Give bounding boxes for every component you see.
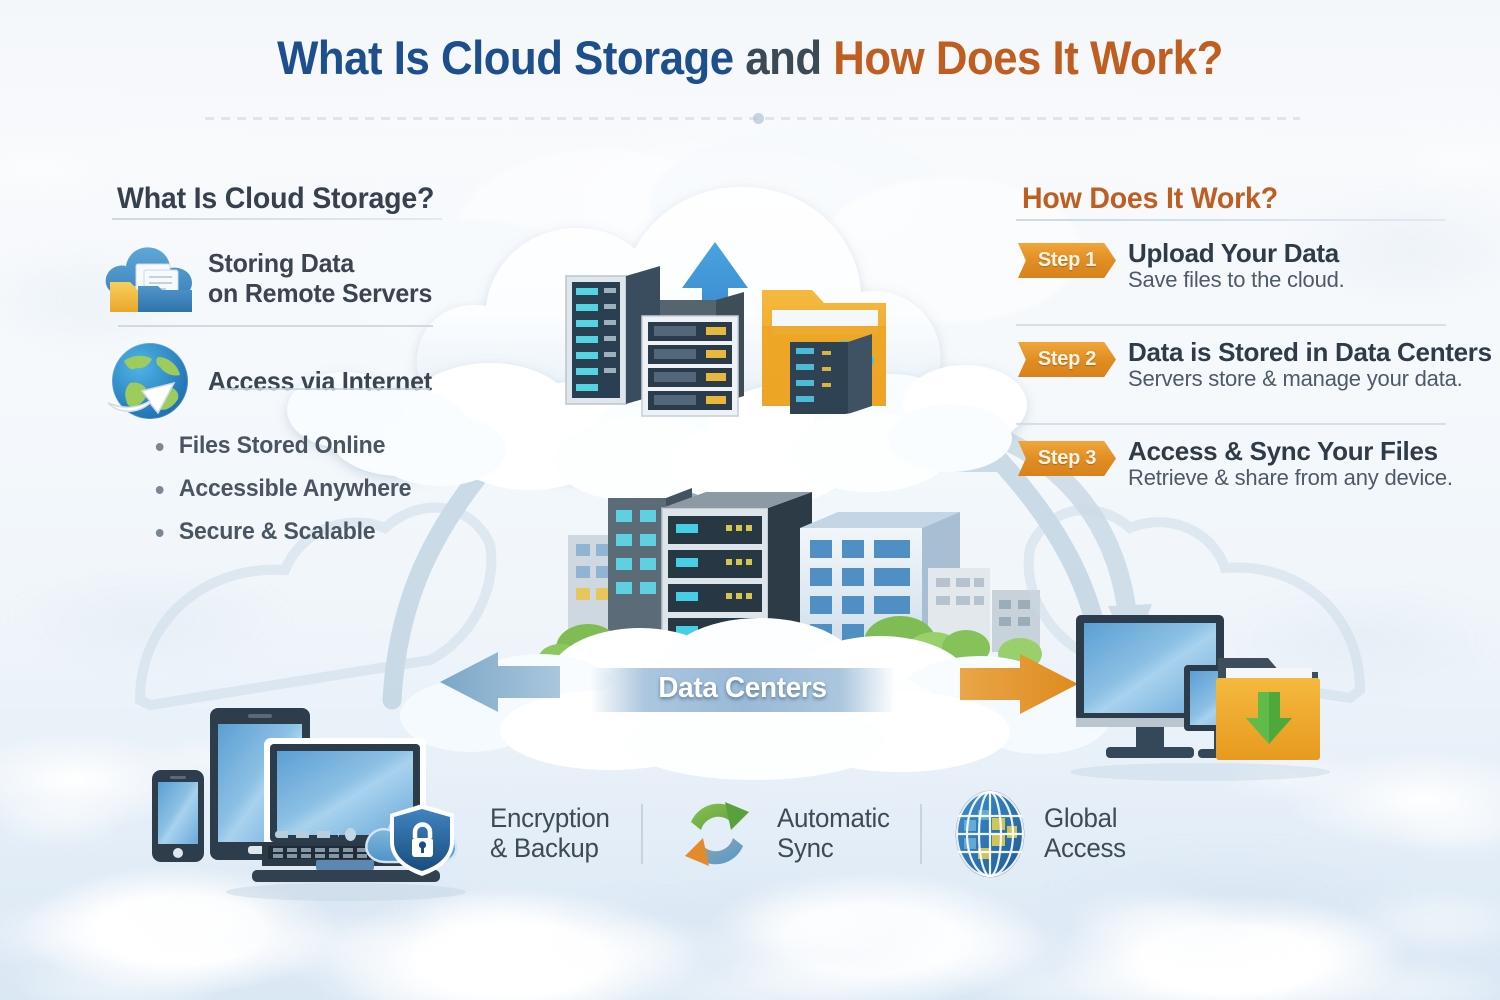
cloud-front-puffs: [374, 404, 1012, 506]
feature-line1: Automatic: [776, 803, 890, 834]
right-flow-arrow-orange: [960, 654, 1078, 714]
dashed-lead-dot: [345, 827, 356, 841]
server-rack-3: [790, 334, 872, 414]
left-devices-cloud: [134, 502, 497, 901]
feature-global-access[interactable]: Global Access: [948, 788, 1129, 880]
step-desc: Retrieve & share from any device.: [1128, 465, 1453, 491]
feature-separator: [640, 804, 643, 864]
title-part-orange: How Does It Work?: [833, 31, 1223, 84]
smartphone-device: [152, 770, 204, 862]
feature-automatic-sync[interactable]: Automatic Sync: [669, 788, 894, 880]
globe-cursor-icon: [96, 338, 208, 424]
page-title: What Is Cloud Storage and How Does It Wo…: [53, 34, 1448, 81]
left-feature-divider-2: [218, 388, 430, 390]
feature-strip: Encryption & Backup: [275, 788, 1129, 880]
step-title: Data is Stored in Data Centers: [1128, 337, 1492, 367]
step-title: Access & Sync Your Files: [1128, 436, 1438, 466]
data-center-buildings: [568, 488, 1040, 657]
step-item-1[interactable]: Step 1 Upload Your Data Save files to th…: [1018, 238, 1500, 293]
feature-access-via-internet[interactable]: Access via Internet: [96, 338, 441, 424]
header-divider: [205, 117, 1300, 120]
step-divider-2: [1016, 423, 1446, 425]
title-part-blue: What Is Cloud Storage: [277, 31, 734, 84]
feature-line2: Access: [1043, 833, 1126, 863]
list-item: Files Stored Online: [152, 432, 411, 460]
step-divider-1: [1016, 324, 1446, 326]
list-item: Accessible Anywhere: [152, 475, 411, 503]
step-badge: Step 1: [1018, 243, 1116, 278]
server-rack-2: [641, 315, 739, 417]
left-bullet-list: Files Stored Online Accessible Anywhere …: [152, 432, 422, 561]
feature-label-line1: Storing Data: [208, 247, 355, 278]
data-centers-band: [590, 668, 895, 712]
laptop-device: [226, 738, 466, 901]
left-feature-divider-1: [118, 325, 433, 327]
feature-label-line2: on Remote Servers: [208, 278, 433, 308]
feature-label: Global Access: [1043, 803, 1126, 863]
feature-line1: Encryption: [490, 803, 610, 834]
step-desc: Save files to the cloud.: [1128, 267, 1345, 293]
step-desc: Servers store & manage your data.: [1128, 366, 1463, 392]
right-devices-cloud: [1023, 505, 1366, 781]
header-divider-dot: [753, 113, 764, 124]
left-panel-heading: What Is Cloud Storage?: [117, 182, 435, 215]
left-flow-arrow-blue: [440, 652, 560, 712]
step-item-2[interactable]: Step 2 Data is Stored in Data Centers Se…: [1018, 337, 1500, 392]
feature-label: Automatic Sync: [776, 803, 890, 863]
right-panel-rule: [1016, 219, 1446, 221]
data-centers-label: Data Centers: [658, 672, 827, 704]
download-folder-icon: [1216, 658, 1320, 760]
server-rack-1: [565, 266, 660, 405]
right-panel-heading: How Does It Work?: [1022, 182, 1278, 215]
feature-line2: Sync: [776, 833, 834, 863]
feature-label: Encryption & Backup: [490, 803, 610, 863]
left-panel-rule: [112, 218, 442, 220]
cloud-shield-lock-icon: [360, 788, 478, 880]
feature-separator: [919, 804, 922, 864]
step-title: Upload Your Data: [1128, 238, 1339, 268]
main-cloud: [287, 186, 1027, 506]
list-item: Secure & Scalable: [152, 518, 411, 546]
title-part-and: and: [745, 31, 822, 84]
dashed-lead-line: [275, 830, 339, 838]
sync-arrows-icon: [669, 788, 765, 880]
step-item-3[interactable]: Step 3 Access & Sync Your Files Retrieve…: [1018, 436, 1500, 491]
feature-encryption-backup[interactable]: Encryption & Backup: [360, 788, 615, 880]
feature-line1: Global: [1043, 803, 1118, 834]
cloud-storage-diagram: [134, 127, 1366, 901]
feature-line2: & Backup: [490, 833, 599, 863]
step-badge: Step 2: [1018, 342, 1116, 377]
feature-label: Storing Data on Remote Servers: [208, 248, 432, 308]
data-centers-group: [400, 488, 1110, 780]
cloud-folders-icon: [96, 235, 208, 321]
feature-label: Access via Internet: [208, 365, 432, 396]
feature-storing-data[interactable]: Storing Data on Remote Servers: [96, 235, 442, 321]
step-badge: Step 3: [1018, 441, 1116, 476]
globe-grid-icon: [948, 788, 1032, 880]
